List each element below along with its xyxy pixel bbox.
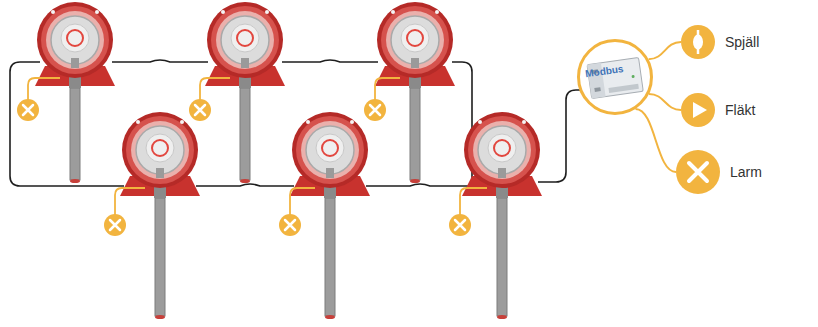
output-label: Larm — [730, 164, 774, 180]
output-icon: Spjäll — [681, 25, 715, 59]
alarm-symbol — [676, 150, 720, 194]
output-icon: Fläkt — [681, 93, 715, 127]
signal-connector — [636, 109, 676, 172]
output-label: Fläkt — [725, 102, 759, 118]
modbus-gateway: Modbus — [577, 39, 653, 115]
damper-symbol — [681, 25, 715, 59]
signal-connector — [649, 94, 681, 110]
signal-connector — [649, 42, 681, 59]
output-label: Spjäll — [725, 34, 759, 50]
fan-symbol — [681, 93, 715, 127]
output-icon: Larm — [676, 150, 720, 194]
